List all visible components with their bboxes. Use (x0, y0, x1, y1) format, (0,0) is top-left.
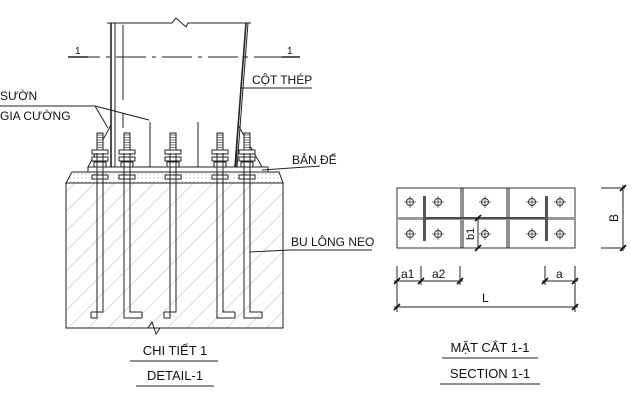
dimension-tick (541, 277, 549, 285)
dim-a: a (556, 267, 563, 281)
label-rib-line1: SƯỜN (0, 88, 37, 103)
dim-L: L (482, 291, 489, 305)
dim-a1: a1 (401, 267, 415, 281)
bolt-hole (526, 228, 538, 240)
dim-a2: a2 (432, 267, 446, 281)
section-mark-right: 1 (287, 46, 293, 57)
bolt-hole (432, 196, 444, 208)
concrete-foundation (65, 182, 284, 329)
anchor-bolt (118, 132, 143, 319)
dimension-tick (474, 214, 482, 222)
dimension-tick (393, 303, 401, 311)
bolt-hole (554, 228, 566, 240)
anchor-bolt (238, 132, 263, 319)
detail-title-en: DETAIL-1 (147, 368, 203, 383)
label-anchor-bolt: BU LÔNG NEO (291, 234, 374, 249)
anchor-bolt (163, 132, 182, 319)
section-title-vi: MẶT CẮT 1-1 (451, 340, 530, 355)
anchor-bolt (90, 132, 109, 319)
dimension-tick (571, 277, 579, 285)
base-plate (87, 166, 269, 173)
bolt-hole (526, 196, 538, 208)
dimension-tick (456, 277, 464, 285)
section-mark-left: 1 (75, 46, 81, 57)
bolt-hole (554, 196, 566, 208)
bolt-holes (404, 196, 566, 240)
bolt-hole (404, 228, 416, 240)
dimension-tick (571, 303, 579, 311)
bolt-hole (432, 228, 444, 240)
bolt-hole (479, 228, 491, 240)
anchor-bolt (211, 132, 236, 319)
bolt-hole (404, 196, 416, 208)
dimension-tick (474, 244, 482, 252)
label-rib-line2: GIA CƯỜNG (0, 108, 71, 123)
bolt-leader (249, 249, 372, 253)
section-1-1-view: b1 B a1 a2 a L MẶT CẮT 1-1 SECTION 1-1 (393, 184, 627, 385)
dim-b1: b1 (465, 228, 477, 240)
dimension-tick (619, 244, 627, 252)
dim-B: B (607, 214, 621, 222)
dimension-tick (393, 277, 401, 285)
plate-leader (261, 165, 321, 171)
anchor-bolts (90, 132, 263, 319)
label-column: CỘT THÉP (252, 72, 312, 87)
section-title-en: SECTION 1-1 (450, 366, 530, 381)
bolt-hole (479, 196, 491, 208)
dimension-tick (619, 184, 627, 192)
label-base-plate: BẢN ĐẾ (292, 152, 337, 167)
detail-1-view: 1 1 SƯỜN GIA CƯỜNG CỘT THÉP BẢN ĐẾ BU LÔ… (0, 17, 374, 387)
detail-title-vi: CHI TIẾT 1 (143, 343, 208, 358)
dimension-tick (417, 277, 425, 285)
